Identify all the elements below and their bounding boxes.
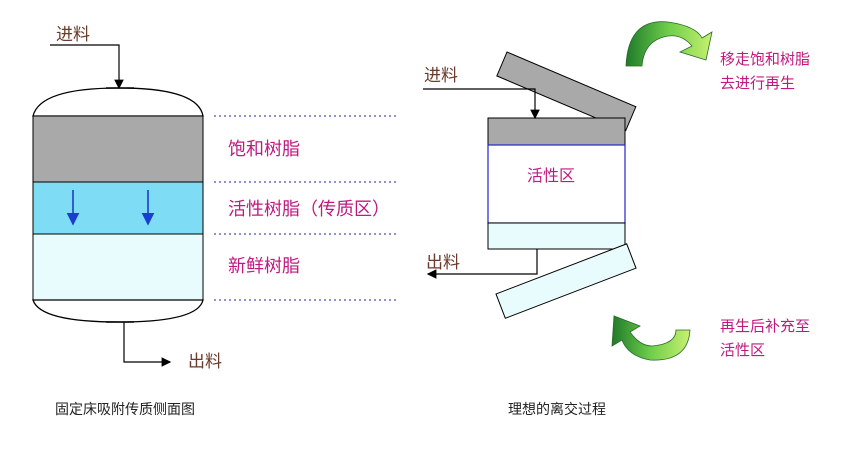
active-resin-layer [32, 181, 204, 235]
column-top-dome [32, 87, 204, 117]
active-resin-label: 活性树脂（传质区） [228, 199, 390, 220]
right-process [423, 21, 713, 361]
saturated-resin-layer [32, 115, 204, 183]
fresh-resin-label: 新鲜树脂 [228, 256, 300, 277]
remove-note-line2: 去进行再生 [720, 74, 796, 92]
right-feed-out-arrow [426, 249, 538, 279]
left-feed-in-arrow [50, 44, 124, 90]
column-bottom-dome [32, 299, 204, 323]
right-feed-in-label: 进料 [424, 66, 458, 86]
column-active-zone [487, 144, 626, 224]
active-zone-label: 活性区 [527, 166, 576, 185]
right-feed-out-label: 出料 [426, 253, 460, 273]
left-caption: 固定床吸附传质侧面图 [55, 402, 195, 418]
column-saturated-section [487, 117, 626, 146]
left-feed-out-label: 出料 [188, 352, 222, 372]
left-column [32, 44, 396, 367]
refill-note-line1: 再生后补充至 [720, 317, 811, 335]
fresh-resin-layer [32, 233, 204, 301]
remove-note-line1: 移走饱和树脂 [720, 50, 811, 68]
column-fresh-section [487, 222, 626, 250]
saturated-resin-label: 饱和树脂 [228, 139, 300, 160]
remove-curved-arrow-icon [625, 21, 713, 67]
regenerated-resin-block [495, 243, 637, 319]
right-feed-in-arrow [423, 88, 540, 120]
refill-note-line2: 活性区 [720, 341, 766, 359]
removed-saturated-block [496, 51, 637, 132]
refill-curved-arrow-icon [611, 315, 691, 361]
left-feed-in-label: 进料 [56, 25, 90, 45]
right-caption: 理想的离交过程 [508, 402, 606, 418]
left-feed-out-arrow [123, 322, 172, 367]
